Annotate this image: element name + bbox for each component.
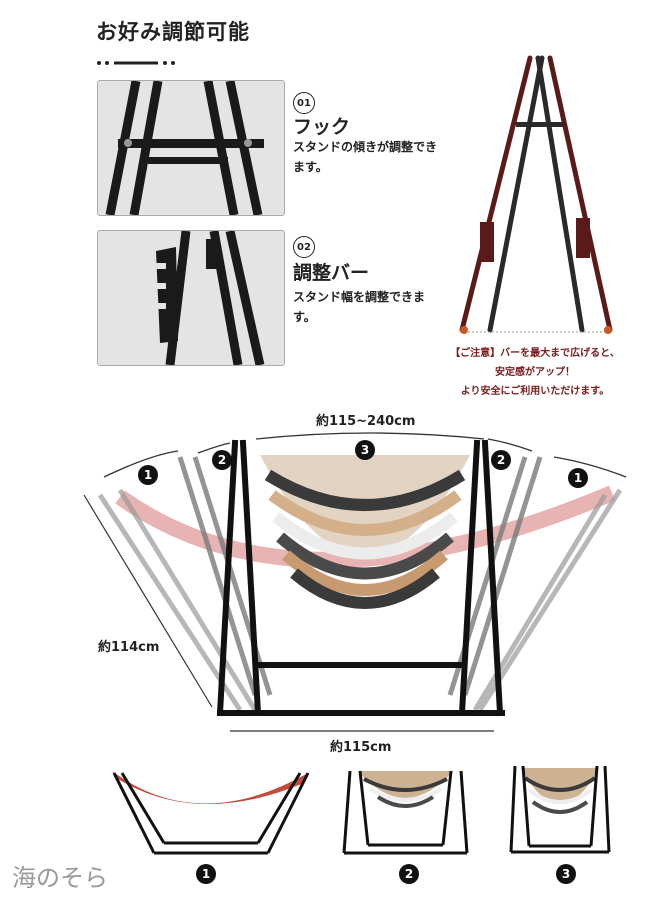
caution-note: 【ご注意】バーを最大まで広げると、 安定感がアップ！ より安全にご利用いただけま… xyxy=(440,344,630,401)
feature-number-01: 01 xyxy=(293,92,315,114)
thumbnail-position-3 xyxy=(509,765,611,854)
caution-line-3: より安全にご利用いただけます。 xyxy=(460,386,610,397)
hammock-adjustment-illustration xyxy=(83,432,627,732)
position-badge-2-left: 2 xyxy=(212,450,232,470)
adjust-bar-photo xyxy=(97,230,285,366)
thumbnail-position-1 xyxy=(112,771,310,855)
feature-desc-hook: スタンドの傾きが調整できます。 xyxy=(293,140,438,174)
position-badge-2-right: 2 xyxy=(491,450,511,470)
caution-line-1: 【ご注意】バーを最大まで広げると、 xyxy=(450,348,620,359)
watermark-text: 海のそら xyxy=(12,864,108,892)
thumbnail-badge-2: 2 xyxy=(399,864,419,884)
feature-desc-adjust-bar: スタンド幅を調整できます。 xyxy=(293,290,426,324)
position-badge-1-right: 1 xyxy=(568,468,588,488)
feature-number-02: 02 xyxy=(293,236,315,258)
hook-photo xyxy=(97,80,285,216)
title-underline-decoration xyxy=(97,61,175,65)
dimension-top-width: 約115~240cm xyxy=(316,414,416,429)
feature-title-hook: フック xyxy=(293,116,351,138)
page-title: お好み調節可能 xyxy=(96,20,250,44)
feature-title-adjust-bar: 調整バー xyxy=(293,262,370,284)
dimension-height: 約114cm xyxy=(98,640,160,655)
thumbnail-badge-1: 1 xyxy=(196,864,216,884)
dimension-bottom-width: 約115cm xyxy=(330,740,392,755)
caution-line-2: 安定感がアップ！ xyxy=(495,367,575,378)
thumbnail-badge-3: 3 xyxy=(556,864,576,884)
position-badge-3-top: 3 xyxy=(355,440,375,460)
position-badge-1-left: 1 xyxy=(138,465,158,485)
thumbnail-position-2 xyxy=(342,770,469,855)
stand-side-view-illustration xyxy=(459,55,613,334)
